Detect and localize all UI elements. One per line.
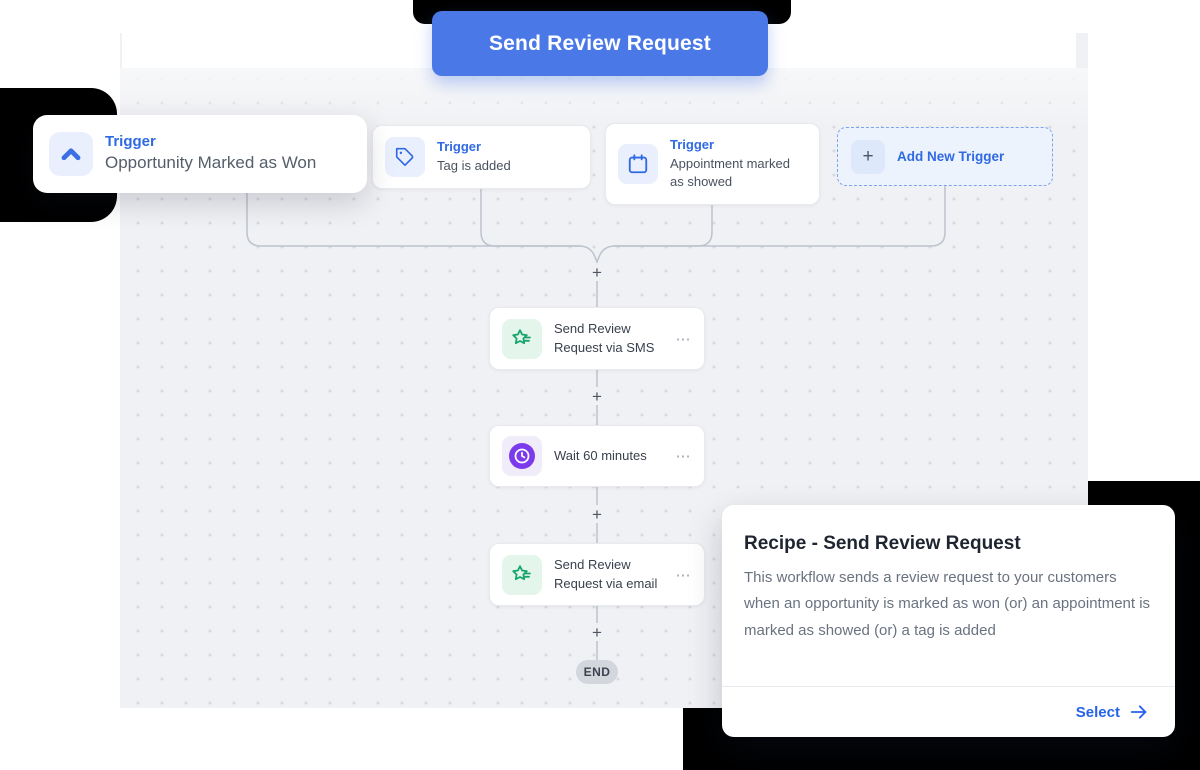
trigger-card-text: Trigger Appointment marked as showed	[670, 137, 807, 190]
arrow-right-icon	[1130, 705, 1147, 719]
recipe-title: Recipe - Send Review Request	[744, 533, 1021, 554]
recipe-panel-footer: Select	[722, 686, 1175, 737]
trigger-card-opportunity-won[interactable]: Trigger Opportunity Marked as Won	[33, 115, 367, 193]
trigger-type-label: Trigger	[105, 133, 156, 151]
connector-plus-node[interactable]: +	[588, 505, 606, 523]
select-recipe-button[interactable]: Select	[1076, 704, 1149, 721]
trigger-type-label: Trigger	[437, 139, 482, 155]
plus-icon: +	[851, 139, 885, 174]
end-badge: END	[576, 660, 618, 684]
action-card-email[interactable]: Send Review Request via email ⋯	[489, 543, 705, 606]
review-star-icon	[502, 554, 542, 595]
trigger-type-label: Trigger	[670, 137, 715, 153]
calendar-icon	[618, 144, 658, 184]
ellipsis-menu-icon[interactable]: ⋯	[675, 566, 692, 584]
select-label: Select	[1075, 703, 1120, 721]
trigger-card-text: Trigger Tag is added	[437, 139, 511, 175]
connector-plus-node[interactable]: +	[588, 387, 606, 405]
ellipsis-menu-icon[interactable]: ⋯	[675, 448, 692, 465]
recipe-description: This workflow sends a review request to …	[744, 569, 1151, 639]
trigger-title: Tag is added	[437, 158, 511, 174]
action-card-wait[interactable]: Wait 60 minutes ⋯	[489, 425, 705, 487]
recipe-info-panel: Recipe - Send Review Request This workfl…	[722, 505, 1175, 737]
tag-icon	[385, 137, 425, 177]
chevron-up-icon	[49, 132, 93, 176]
action-card-sms[interactable]: Send Review Request via SMS ⋯	[489, 307, 705, 370]
workflow-title-banner[interactable]: Send Review Request	[432, 11, 768, 76]
connector-plus-node[interactable]: +	[588, 623, 606, 641]
review-star-icon	[502, 318, 542, 359]
action-title: Wait 60 minutes	[554, 447, 647, 463]
trigger-card-appointment-showed[interactable]: Trigger Appointment marked as showed	[605, 123, 820, 205]
add-new-trigger-button[interactable]: + Add New Trigger	[837, 127, 1053, 186]
trigger-title: Appointment marked as showed	[670, 156, 790, 189]
trigger-card-text: Trigger Opportunity Marked as Won	[105, 133, 316, 175]
clock-icon	[502, 436, 542, 476]
add-new-trigger-label: Add New Trigger	[897, 149, 1005, 164]
action-title: Send Review Request via email	[554, 557, 658, 591]
action-title: Send Review Request via SMS	[554, 321, 655, 355]
merge-plus-node[interactable]: +	[588, 263, 606, 281]
trigger-card-tag-added[interactable]: Trigger Tag is added	[372, 125, 591, 189]
trigger-title: Opportunity Marked as Won	[105, 153, 317, 173]
ellipsis-menu-icon[interactable]: ⋯	[675, 330, 692, 348]
